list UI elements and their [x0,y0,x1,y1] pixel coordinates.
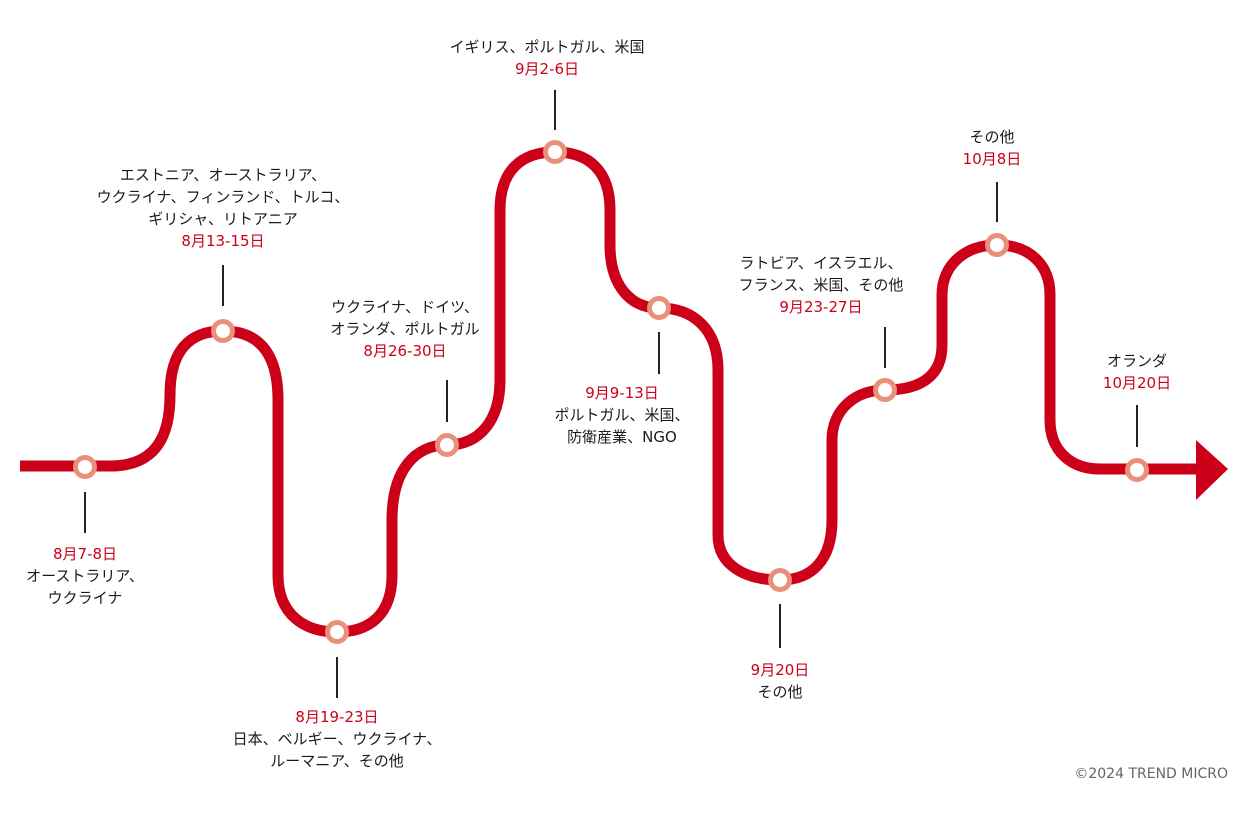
event-location: ギリシャ、リトアニア [148,210,298,228]
copyright: ©2024 TREND MICRO [1074,766,1228,782]
event-date: 8月13-15日 [181,232,265,250]
event-location: ラトビア、イスラエル、 [739,254,903,272]
event-node-e2 [211,319,235,343]
timeline-path [20,146,1200,638]
event-label-e2: エストニア、オーストラリア、 ウクライナ、フィンランド、トルコ、 ギリシャ、リト… [97,164,350,252]
event-node-e4 [435,433,459,457]
event-node-e10 [1125,458,1149,482]
event-location: 日本、ベルギー、ウクライナ、 [232,730,442,748]
event-label-e4: ウクライナ、ドイツ、 オランダ、ポルトガル 8月26-30日 [330,296,479,362]
event-date: 8月19-23日 [295,708,379,726]
event-node-e6 [647,296,671,320]
event-label-e8: ラトビア、イスラエル、 フランス、米国、その他 9月23-27日 [739,252,904,318]
arrow-head-icon [1196,440,1228,500]
event-date: 9月2-6日 [514,60,580,78]
event-location: フランス、米国、その他 [738,276,904,294]
event-node-e7 [768,568,792,592]
event-label-e10: オランダ 10月20日 [1103,350,1171,394]
event-location: オランダ [1106,352,1167,370]
event-date: 8月26-30日 [363,342,447,360]
event-node-e3 [325,620,349,644]
event-location: その他 [757,683,803,701]
event-location: ルーマニア、その他 [270,752,404,770]
event-date: 9月20日 [750,661,810,679]
event-date: 9月9-13日 [585,384,659,402]
event-label-e7: 9月20日 その他 [751,659,810,703]
event-node-e1 [73,455,97,479]
event-location: ウクライナ [47,589,123,607]
event-location: その他 [969,128,1015,146]
event-location: ウクライナ、フィンランド、トルコ、 [96,188,350,206]
event-location: ポルトガル、米国、 [554,406,690,424]
event-date: 8月7-8日 [52,545,118,563]
event-node-e8 [873,378,897,402]
event-location: エストニア、オーストラリア、 [119,166,327,184]
event-location: オランダ、ポルトガル [330,320,480,338]
event-location: 防衛産業、NGO [567,428,677,446]
event-label-e5: イギリス、ポルトガル、米国 9月2-6日 [449,36,644,80]
event-label-e3: 8月19-23日 日本、ベルギー、ウクライナ、 ルーマニア、その他 [233,706,442,772]
event-location: ウクライナ、ドイツ、 [331,298,479,316]
event-date: 10月8日 [962,150,1022,168]
event-label-e6: 9月9-13日 ポルトガル、米国、 防衛産業、NGO [554,382,689,448]
event-date: 10月20日 [1102,374,1172,392]
event-location: オーストラリア、 [26,567,144,585]
event-location: イギリス、ポルトガル、米国 [449,38,645,56]
event-node-e9 [985,233,1009,257]
event-label-e1: 8月7-8日 オーストラリア、 ウクライナ [26,543,144,609]
event-node-e5 [543,140,567,164]
event-date: 9月23-27日 [779,298,863,316]
event-label-e9: その他 10月8日 [963,126,1022,170]
